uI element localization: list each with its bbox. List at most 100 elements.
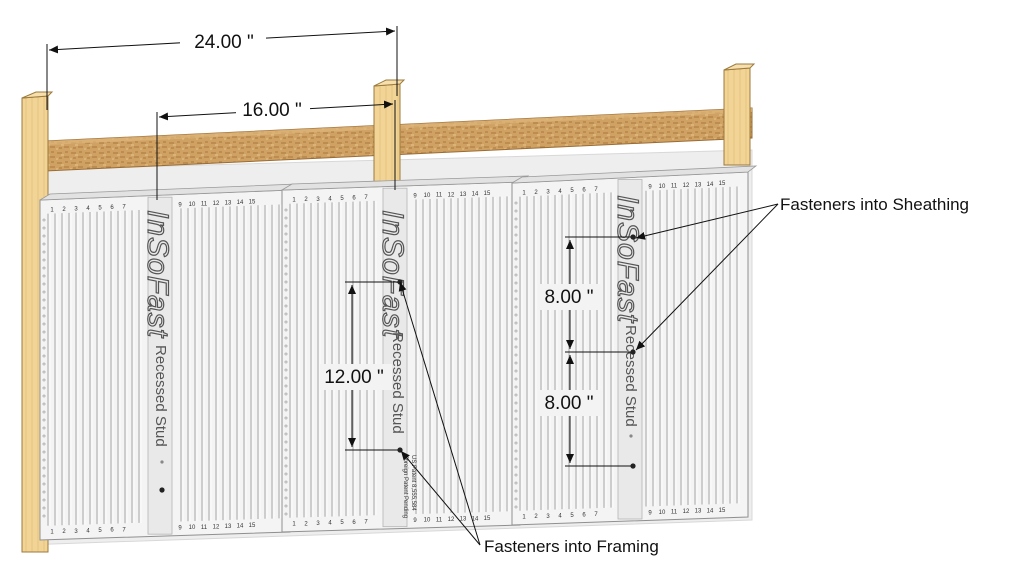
- panel-edge-dot: [284, 496, 288, 500]
- insulation-panel: [39, 183, 300, 541]
- rib-number: 5: [570, 188, 574, 194]
- panel-edge-dot: [284, 216, 288, 220]
- rib-number: 15: [484, 191, 491, 197]
- rib-number: 13: [225, 524, 232, 530]
- panel-edge-dot: [284, 392, 288, 396]
- rib-number: 15: [719, 181, 726, 187]
- panel-edge-dot: [284, 416, 288, 420]
- panel-edge-dot: [42, 274, 46, 278]
- panel-edge-dot: [514, 481, 518, 485]
- panel-edge-dot: [284, 424, 288, 428]
- rib-number: 14: [472, 516, 479, 522]
- rib-number: 3: [74, 207, 78, 213]
- brand-mark: InSoFast: [141, 210, 174, 339]
- panel-edge-dot: [284, 360, 288, 364]
- panel-edge-dot: [284, 456, 288, 460]
- rib-number: 2: [304, 197, 308, 203]
- panel-edge-dot: [42, 218, 46, 222]
- rib-number: 3: [316, 521, 320, 527]
- rib-number: 6: [582, 188, 586, 194]
- panel-edge-dot: [42, 298, 46, 302]
- panel-edge-dot: [284, 240, 288, 244]
- dimension-16-in: 16.00 ": [156, 98, 396, 200]
- rib-number: 4: [86, 206, 90, 212]
- panel-edge-dot: [42, 514, 46, 518]
- rib-number: 1: [292, 522, 296, 528]
- rib-number: 9: [413, 194, 417, 200]
- rib-number: 9: [413, 518, 417, 524]
- dimension-12-in: 12.00 ": [320, 281, 398, 451]
- rib-number: 12: [213, 524, 220, 530]
- panel-edge-dot: [284, 304, 288, 308]
- rib-number: 10: [659, 184, 666, 190]
- recessed-stud-channel: [147, 196, 173, 535]
- wood-stud-center: [373, 79, 406, 189]
- panel-edge-dot: [42, 474, 46, 478]
- rib-number: 6: [352, 520, 356, 526]
- panel-edge-dot: [284, 384, 288, 388]
- panel-edge-dot: [514, 321, 518, 325]
- rib-number: 15: [249, 523, 256, 529]
- panel-edge-dot: [284, 432, 288, 436]
- rib-number: 6: [582, 513, 586, 519]
- panel-edge-dot: [42, 490, 46, 494]
- insulation-panels: 1122334455667799101011111212131314141515…: [39, 165, 758, 541]
- callout-framing: Fasteners into Framing: [398, 281, 659, 556]
- rib-number: 9: [648, 510, 652, 516]
- panel-subtitle: Recessed Stud: [622, 325, 639, 427]
- panel-edge-dot: [284, 352, 288, 356]
- rib-number: 2: [534, 190, 538, 196]
- panel-edge-dot: [514, 353, 518, 357]
- panel-edge-dot: [514, 265, 518, 269]
- dimension-label-12: 12.00 ": [324, 367, 384, 388]
- panel-edge-dot: [514, 257, 518, 261]
- panel-top-edge: [280, 175, 530, 191]
- panel-edge-dot: [284, 464, 288, 468]
- panel-edge-dot: [284, 328, 288, 332]
- rib-number: 7: [594, 187, 598, 193]
- panel-edge-dot: [42, 426, 46, 430]
- panel-edge-dot: [514, 489, 518, 493]
- rib-number: 15: [719, 508, 726, 514]
- panel-edge-dot: [42, 314, 46, 318]
- panel-edge-dot: [514, 385, 518, 389]
- dimension-24-in: 24.00 ": [46, 26, 398, 110]
- rib-number: 2: [534, 514, 538, 520]
- fastener-dot: [629, 434, 633, 438]
- panel-top-edge: [511, 165, 758, 184]
- panel-edge-dot: [514, 249, 518, 253]
- panel-edge-dot: [42, 226, 46, 230]
- rib-number: 14: [237, 200, 244, 206]
- rib-number: 12: [683, 183, 690, 189]
- panel-edge-dot: [514, 409, 518, 413]
- rib-number: 13: [225, 200, 232, 206]
- panel-edge-dot: [42, 394, 46, 398]
- panel-edge-dot: [284, 264, 288, 268]
- panel-edge-dot: [514, 505, 518, 509]
- panel-edge-dot: [42, 450, 46, 454]
- callout-framing-label: Fasteners into Framing: [484, 537, 659, 556]
- panel-edge-dot: [514, 281, 518, 285]
- panel-edge-dot: [284, 336, 288, 340]
- panel-edge-dot: [42, 370, 46, 374]
- panel-edge-dot: [284, 320, 288, 324]
- panel-edge-dot: [42, 498, 46, 502]
- recessed-stud-channel: [382, 187, 408, 528]
- rib-number: 6: [352, 196, 356, 202]
- panel-edge-dot: [514, 465, 518, 469]
- rib-number: 4: [558, 513, 562, 519]
- fastener-dot: [630, 234, 636, 240]
- rib-number: 14: [707, 182, 714, 188]
- panel-edge-dot: [42, 354, 46, 358]
- panel-edge-dot: [42, 322, 46, 326]
- rib-number: 10: [189, 525, 196, 531]
- panel-edge-dot: [42, 482, 46, 486]
- panel-edge-dot: [42, 402, 46, 406]
- callout-sheathing: Fasteners into Sheathing: [635, 195, 969, 351]
- panel-edge-dot: [284, 312, 288, 316]
- panel-edge-dot: [514, 497, 518, 501]
- rib-number: 9: [178, 526, 182, 532]
- panel-edge-dot: [42, 362, 46, 366]
- rib-number: 5: [98, 528, 102, 534]
- rib-number: 12: [213, 201, 220, 207]
